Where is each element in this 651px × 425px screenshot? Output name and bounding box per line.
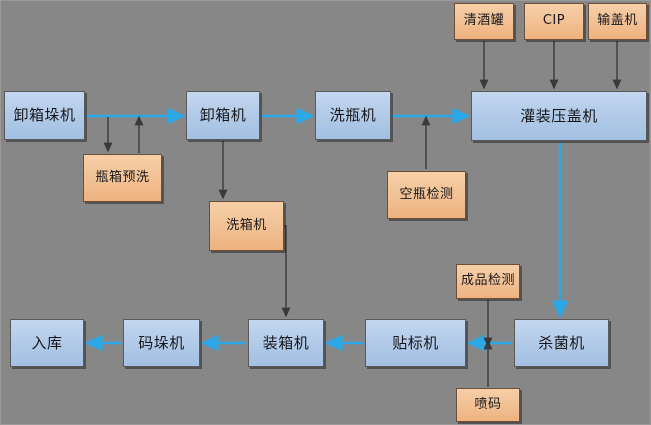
node-unstacker[interactable]: 卸箱垛机 bbox=[4, 91, 85, 140]
node-bottle-washer[interactable]: 洗瓶机 bbox=[315, 91, 391, 140]
node-caser[interactable]: 装箱机 bbox=[248, 319, 324, 367]
node-uncaser[interactable]: 卸箱机 bbox=[186, 91, 260, 140]
node-palletizer[interactable]: 码垛机 bbox=[123, 319, 200, 367]
node-label: 空瓶检测 bbox=[399, 186, 454, 202]
node-pasteurizer[interactable]: 杀菌机 bbox=[514, 319, 609, 367]
node-label: 码垛机 bbox=[138, 333, 185, 352]
node-precleaner[interactable]: 瓶箱预洗 bbox=[83, 154, 162, 202]
node-label: 洗箱机 bbox=[226, 217, 267, 233]
node-label: 喷码 bbox=[474, 396, 502, 412]
node-coder[interactable]: 喷码 bbox=[456, 388, 520, 422]
node-label: 贴标机 bbox=[392, 333, 439, 352]
node-final-inspect[interactable]: 成品检测 bbox=[456, 264, 520, 299]
node-cip[interactable]: CIP bbox=[524, 3, 584, 40]
node-label: 装箱机 bbox=[262, 333, 310, 352]
node-label: 入库 bbox=[31, 333, 63, 352]
edge-casewasher-caser bbox=[281, 225, 291, 318]
node-labeller[interactable]: 贴标机 bbox=[365, 319, 466, 367]
node-label: 清酒罐 bbox=[463, 13, 505, 29]
node-case-washer[interactable]: 洗箱机 bbox=[209, 201, 284, 251]
main-flow-connectors bbox=[84, 107, 569, 352]
node-label: 卸箱垛机 bbox=[13, 106, 76, 125]
node-label: 瓶箱预洗 bbox=[95, 169, 150, 185]
node-label: 杀菌机 bbox=[538, 333, 585, 352]
node-bright-tank[interactable]: 清酒罐 bbox=[454, 3, 514, 40]
node-filler-capper[interactable]: 灌装压盖机 bbox=[471, 91, 647, 141]
node-label: 成品检测 bbox=[460, 273, 515, 289]
node-label: CIP bbox=[542, 13, 566, 29]
node-label: 卸箱机 bbox=[199, 106, 247, 125]
node-label: 输盖机 bbox=[597, 13, 638, 29]
node-cap-feeder[interactable]: 输盖机 bbox=[588, 3, 647, 40]
node-label: 洗瓶机 bbox=[329, 106, 377, 125]
node-warehouse[interactable]: 入库 bbox=[10, 319, 84, 367]
node-empty-inspect[interactable]: 空瓶检测 bbox=[387, 171, 466, 219]
node-label: 灌装压盖机 bbox=[520, 106, 598, 125]
